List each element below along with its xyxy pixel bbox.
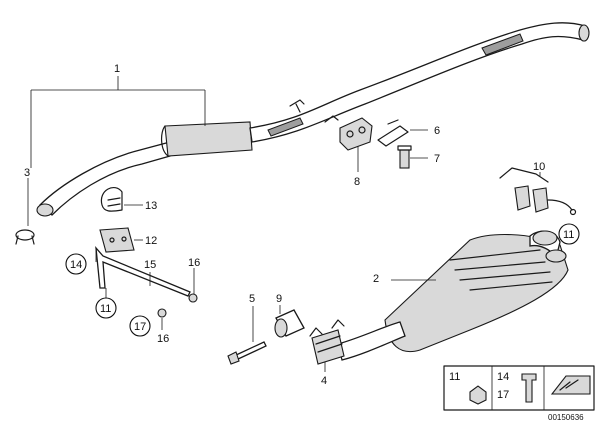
rubber-mount-group [289, 99, 412, 169]
legend-17: 17 [497, 389, 509, 401]
rubber-mount [339, 117, 373, 151]
label-1[interactable]: 1 [114, 63, 120, 75]
support-strap [95, 246, 191, 297]
label-3[interactable]: 3 [24, 167, 30, 179]
holder-plate [99, 227, 135, 253]
bolt-7 [399, 149, 410, 169]
long-bolt [233, 341, 267, 361]
legend-11: 11 [449, 371, 460, 383]
clamp-bracket [100, 187, 123, 212]
rear-hanger [499, 167, 577, 216]
label-7[interactable]: 7 [434, 153, 440, 165]
label-11-circled-left[interactable]: 11 [100, 303, 111, 315]
front-pipe-assembly [36, 22, 590, 217]
pipe-clamp-front [15, 229, 35, 245]
label-8[interactable]: 8 [354, 176, 360, 188]
label-2[interactable]: 2 [373, 273, 379, 285]
label-14-circled[interactable]: 14 [70, 259, 82, 271]
rear-muffler [337, 230, 569, 361]
nut-16b [157, 308, 167, 318]
label-5[interactable]: 5 [249, 293, 255, 305]
label-11-circled-right[interactable]: 11 [563, 229, 574, 241]
leader-lines [27, 76, 541, 372]
legend-nut-icon [469, 385, 487, 405]
label-6[interactable]: 6 [434, 125, 440, 137]
label-12[interactable]: 12 [145, 235, 157, 247]
front-pipe-flange [36, 203, 54, 217]
label-15[interactable]: 15 [144, 259, 156, 271]
diagram-code: 00150636 [548, 413, 584, 422]
nut-16a [188, 293, 198, 303]
label-16-bottom[interactable]: 16 [157, 333, 169, 345]
pipe-clamp-rear [309, 319, 345, 365]
sleeve-and-bolt [227, 309, 305, 365]
label-13[interactable]: 13 [145, 200, 157, 212]
legend-14: 14 [497, 371, 509, 383]
legend-bolt-icon [521, 373, 537, 403]
legend-box: 11 14 17 [443, 365, 595, 411]
label-17-circled[interactable]: 17 [134, 321, 146, 333]
center-muffler [164, 121, 253, 157]
label-16-top[interactable]: 16 [188, 257, 200, 269]
label-9[interactable]: 9 [276, 293, 282, 305]
label-4[interactable]: 4 [321, 375, 327, 387]
part-labels: 1 3 13 12 14 15 16 11 17 16 2 6 7 8 10 1… [24, 63, 580, 387]
label-10[interactable]: 10 [533, 161, 545, 173]
